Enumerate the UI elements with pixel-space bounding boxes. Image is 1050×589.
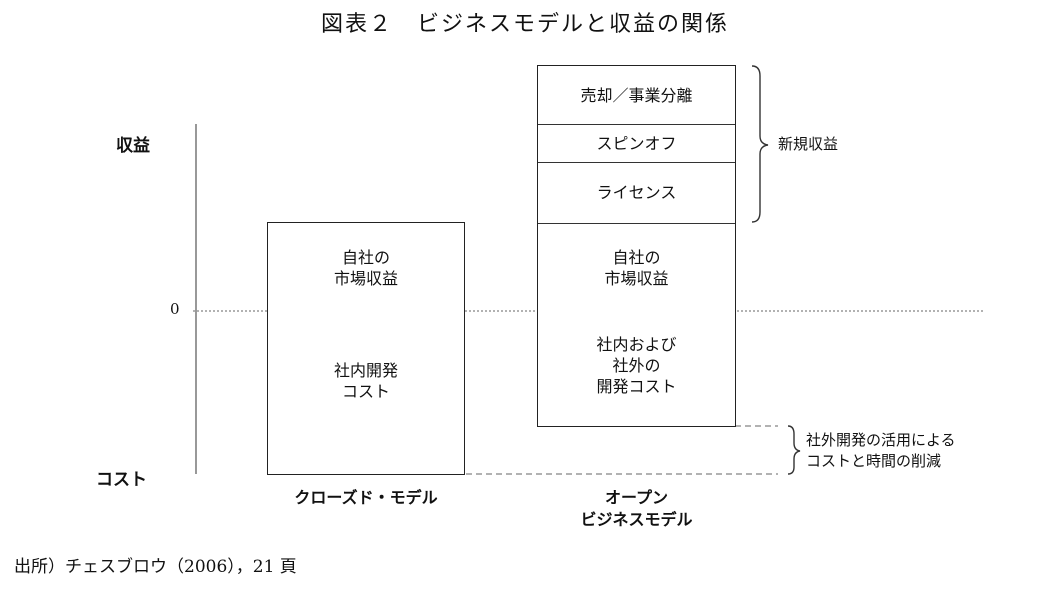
open-separator [538,162,735,163]
open-cell-sale: 売却／事業分離 [580,85,693,105]
new-revenue-brace [751,65,769,223]
open-cell-market-revenue: 自社の 市場収益 [604,247,669,288]
y-label-zero: 0 [170,300,180,318]
figure-title: 図表２ ビジネスモデルと収益の関係 [320,12,729,37]
open-model-label: オープン ビジネスモデル [580,488,693,529]
open-model-bar: 売却／事業分離 スピンオフ ライセンス 自社の 市場収益 社内および 社外の 開… [537,65,736,427]
y-label-revenue: 収益 [116,136,150,156]
open-separator [538,223,735,224]
closed-cost-cell: 社内開発 コスト [333,361,398,401]
cost-reduction-annotation: 社外開発の活用による コストと時間の削減 [806,431,956,470]
closed-model-label: クローズド・モデル [294,488,438,507]
closed-revenue-cell: 自社の 市場収益 [333,247,398,288]
closed-model-bar: 自社の 市場収益 社内開発 コスト [267,222,465,475]
open-cell-spinoff: スピンオフ [596,133,677,153]
new-revenue-annotation: 新規収益 [778,135,839,153]
source-note: 出所）チェスブロウ（2006），21 頁 [14,557,297,577]
open-cell-dev-cost: 社内および 社外の 開発コスト [596,334,677,396]
open-separator [538,124,735,125]
cost-reduction-brace [787,425,801,475]
y-label-cost: コスト [96,470,147,490]
open-cell-license: ライセンス [596,183,677,202]
